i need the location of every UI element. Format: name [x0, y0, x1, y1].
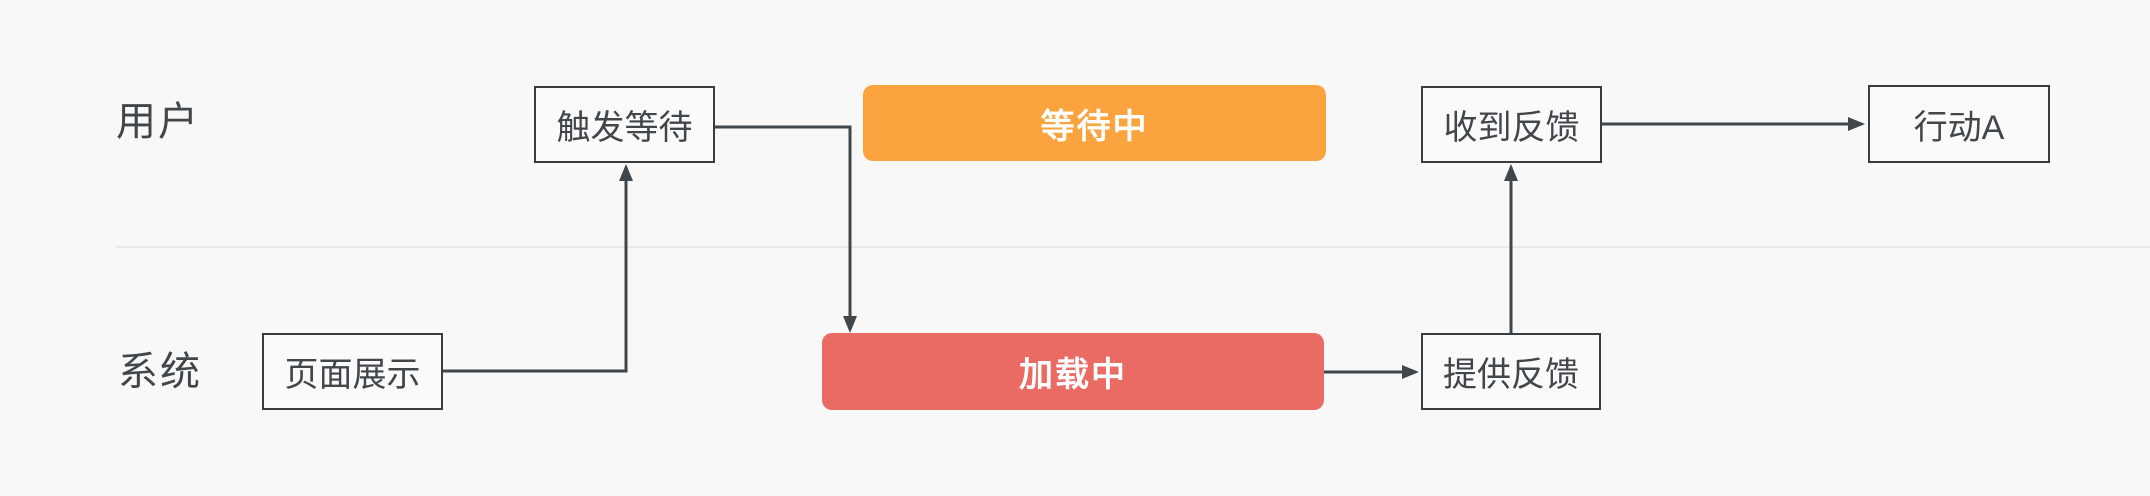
- lane-label-user: 用户: [116, 100, 200, 144]
- node-page-display: 页面展示: [262, 333, 443, 410]
- node-provide-feedback: 提供反馈: [1421, 333, 1601, 410]
- node-trigger-wait: 触发等待: [534, 86, 715, 163]
- node-receive-feedback: 收到反馈: [1421, 86, 1602, 163]
- node-loading-status: 加载中: [822, 333, 1324, 410]
- edge-page-display-to-trigger-wait: [443, 164, 633, 373]
- lane-divider: [116, 246, 2150, 248]
- node-waiting-status: 等待中: [863, 85, 1326, 161]
- lane-label-system: 系统: [118, 350, 202, 394]
- edge-trigger-wait-to-loading: [715, 125, 857, 333]
- node-action-a: 行动A: [1868, 85, 2050, 163]
